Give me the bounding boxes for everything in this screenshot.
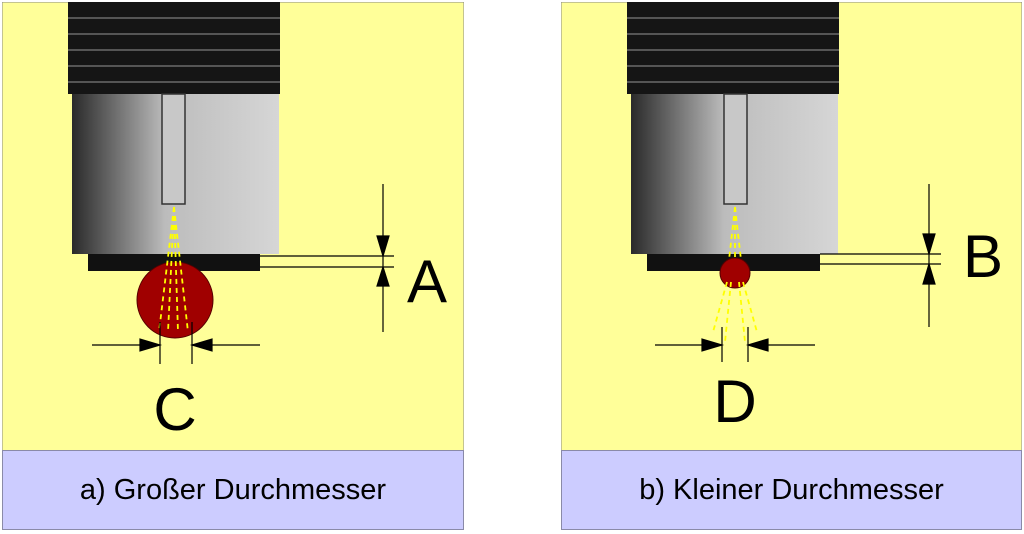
fiber-channel [161, 93, 186, 205]
fiber-channel [723, 93, 748, 205]
horizontal-dimension [92, 322, 260, 364]
vertical-dimension [260, 184, 394, 332]
nozzle-cap [627, 2, 839, 94]
laser-beam [158, 206, 189, 333]
ball-lens-large [136, 261, 214, 339]
horizontal-dimension [655, 327, 815, 362]
ball-lens-small [719, 257, 751, 289]
dimension-label-horizontal: D [713, 368, 756, 435]
vertical-dimension [820, 184, 941, 327]
laser-beam [712, 206, 758, 343]
panel-caption: b) Kleiner Durchmesser [561, 450, 1022, 530]
panel-large-diameter: A C a) Großer Durchmesser [2, 2, 464, 530]
panel-caption: a) Großer Durchmesser [2, 450, 464, 530]
dimension-label-horizontal: C [153, 376, 196, 443]
dimension-label-vertical: B [963, 223, 1003, 290]
nozzle-cap [68, 2, 280, 94]
large-diameter-diagram: A C [2, 2, 464, 453]
panel-small-diameter: B D b) Kleiner Durchmesser [561, 2, 1022, 530]
dimension-label-vertical: A [407, 248, 447, 315]
small-diameter-diagram: B D [561, 2, 1022, 453]
